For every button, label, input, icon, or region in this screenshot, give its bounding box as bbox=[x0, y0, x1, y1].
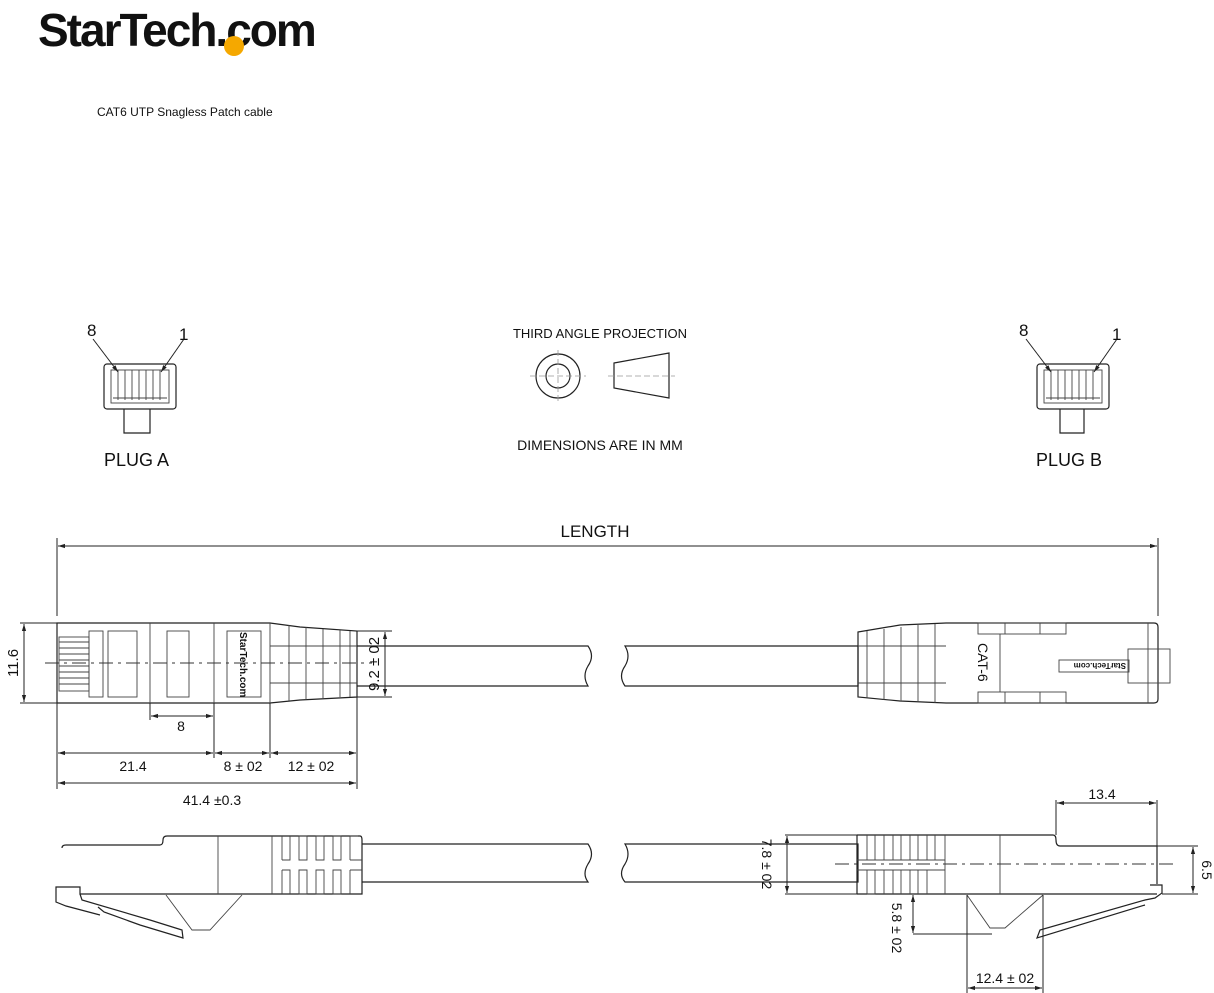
svg-text:12 ± 02: 12 ± 02 bbox=[288, 758, 335, 774]
plug-b-label: PLUG B bbox=[1036, 450, 1102, 470]
side-view-plug-a bbox=[55, 835, 593, 939]
svg-text:1: 1 bbox=[1112, 325, 1121, 344]
side-view-dimensions: 7.8 ± 02 13.4 6.5 5.8 ± 02 12.4 ± 02 bbox=[759, 786, 1214, 993]
top-view-plug-a: StarTech.com bbox=[45, 622, 593, 704]
svg-text:StarTech.com: StarTech.com bbox=[38, 4, 315, 56]
third-angle-projection-symbol: THIRD ANGLE PROJECTION DIMENSIONS ARE IN… bbox=[513, 326, 687, 453]
svg-text:11.6: 11.6 bbox=[5, 649, 22, 677]
svg-text:8: 8 bbox=[87, 321, 96, 340]
startech-logo: StarTech.com bbox=[38, 4, 317, 56]
length-dimension: LENGTH bbox=[56, 522, 1159, 616]
svg-text:6.5: 6.5 bbox=[1199, 860, 1214, 880]
boot-logo: StarTech.com bbox=[237, 632, 248, 697]
document-title: CAT6 UTP Snagless Patch cable bbox=[97, 105, 273, 119]
svg-text:13.4: 13.4 bbox=[1088, 786, 1115, 802]
svg-text:8: 8 bbox=[1019, 321, 1028, 340]
units-note: DIMENSIONS ARE IN MM bbox=[517, 437, 683, 453]
svg-text:21.4: 21.4 bbox=[119, 758, 146, 774]
plug-a-front-view: 8 1 PLUG A bbox=[87, 321, 188, 470]
svg-text:41.4 ±0.3: 41.4 ±0.3 bbox=[183, 792, 241, 808]
logo-dot-icon bbox=[224, 36, 244, 56]
svg-text:LENGTH: LENGTH bbox=[561, 522, 630, 541]
svg-text:8: 8 bbox=[177, 718, 185, 734]
cat6-marking: CAT-6 bbox=[975, 643, 991, 682]
svg-text:1: 1 bbox=[179, 325, 188, 344]
svg-text:12.4 ± 02: 12.4 ± 02 bbox=[976, 970, 1034, 986]
svg-text:7.8 ± 02: 7.8 ± 02 bbox=[759, 839, 775, 890]
svg-text:8 ± 02: 8 ± 02 bbox=[224, 758, 263, 774]
svg-text:5.8 ± 02: 5.8 ± 02 bbox=[889, 903, 905, 954]
latch-logo: StarTech.com bbox=[1074, 661, 1126, 670]
svg-text:THIRD ANGLE PROJECTION: THIRD ANGLE PROJECTION bbox=[513, 326, 687, 341]
top-view-plug-b: StarTech.com CAT-6 bbox=[620, 622, 1171, 704]
top-view-dimensions: 11.6 9.2 ± 02 8 21.4 8 ± 02 12 ± 02 41.4… bbox=[5, 622, 392, 808]
plug-a-label: PLUG A bbox=[104, 450, 169, 470]
plug-b-front-view: 8 1 PLUG B bbox=[1019, 321, 1121, 470]
svg-text:9.2 ± 02: 9.2 ± 02 bbox=[366, 637, 383, 691]
side-view-plug-b bbox=[620, 834, 1178, 939]
